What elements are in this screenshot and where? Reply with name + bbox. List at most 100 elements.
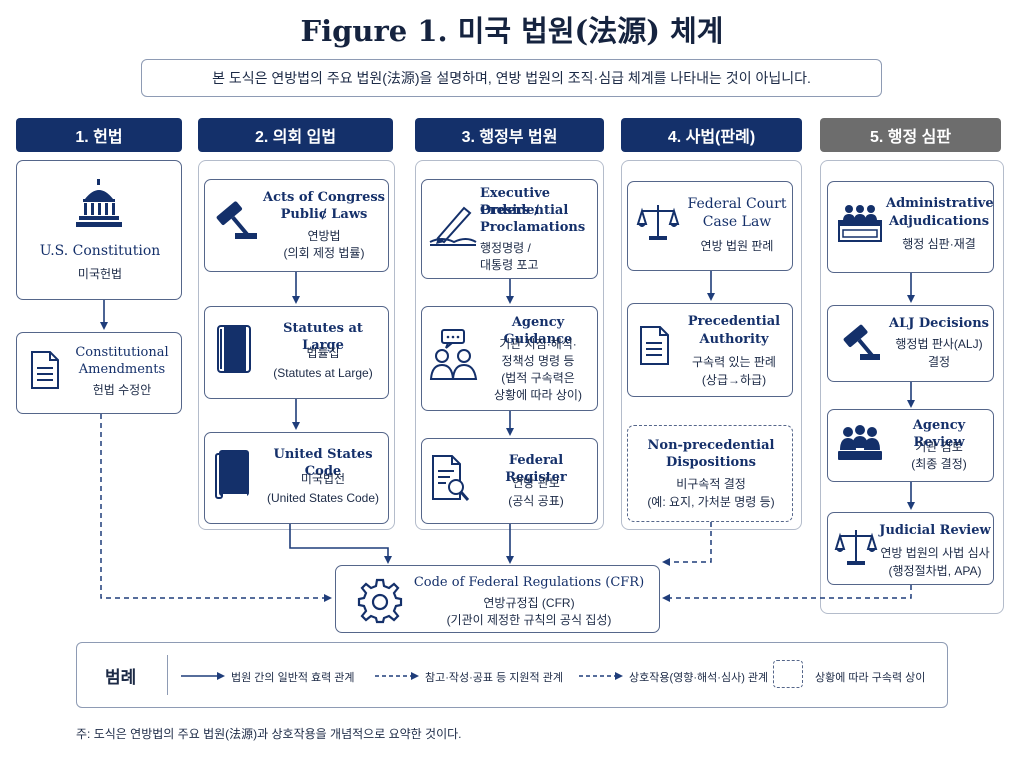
adjud-en1: Administrative <box>886 196 994 211</box>
tribunal-icon <box>838 205 882 242</box>
book-icon <box>217 325 251 373</box>
column-header-executive: 3. 행정부 법원 <box>415 118 604 152</box>
gear-icon <box>357 578 403 624</box>
scales-icon <box>834 530 878 565</box>
guidance-ko3: (법적 구속력은 <box>501 371 575 385</box>
amendments-en1: Constitutional <box>75 345 169 360</box>
adjud-ko: 행정 심판·재결 <box>902 237 976 251</box>
caselaw-en2: Case Law <box>702 214 772 230</box>
review-en: Agency Review <box>912 418 966 450</box>
document-icon <box>640 326 669 365</box>
caselaw-en1: Federal Court <box>687 196 787 212</box>
cfr-ko1: 연방규정집 (CFR) <box>483 596 575 610</box>
node-caselaw: Federal Court Case Law 연방 법원 판례 <box>627 181 793 271</box>
node-acts: Acts of Congress / Public Laws 연방법 (의회 제… <box>204 179 389 272</box>
constitution-en: U.S. Constitution <box>39 243 161 259</box>
exec-ko2: 대통령 포고 <box>480 258 539 272</box>
figure-title: Figure 1. 미국 법원(法源) 체계 <box>300 14 724 48</box>
column-header-congress: 2. 의회 입법 <box>198 118 393 152</box>
node-amendments: Constitutional Amendments 헌법 수정안 <box>16 332 182 414</box>
amendments-en2: Amendments <box>78 362 166 377</box>
column-header-constitution: 1. 헌법 <box>16 118 182 152</box>
review-ko1: 기관 검토 <box>915 440 963 454</box>
exec-en3: Proclamations <box>480 220 586 235</box>
node-constitution: U.S. Constitution 미국헌법 <box>16 160 182 300</box>
node-guidance: Agency Guidance 기관 지침·해석· 정책성 명령 등 (법적 구… <box>421 306 598 411</box>
precedential-en1: Precedential <box>687 314 781 329</box>
review-ko2: (최종 결정) <box>911 457 967 471</box>
node-register: Federal Register 연방 관보 (공식 공표) <box>421 438 598 524</box>
acts-en1: Acts of Congress / <box>263 190 385 222</box>
register-ko2: (공식 공표) <box>508 494 564 508</box>
exec-ko1: 행정명령 / <box>480 241 531 255</box>
column-header-admin: 5. 행정 심판 <box>820 118 1001 152</box>
column-header-judicial: 4. 사법(판례) <box>621 118 802 152</box>
capitol-icon <box>76 179 122 227</box>
footnote: 주: 도식은 연방법의 주요 법원(法源)과 상호작용을 개념적으로 요약한 것… <box>76 727 462 741</box>
alj-ko2: 결정 <box>927 355 951 369</box>
node-judicial-review: Judicial Review 연방 법원의 사법 심사 (행정절차법, APA… <box>827 512 994 585</box>
subtitle-text: 본 도식은 연방법의 주요 법원(法源)을 설명하며, 연방 법원의 조직·심급… <box>212 70 811 86</box>
node-exec: Executive Orders / Presidential Proclama… <box>421 179 598 279</box>
dashed-nonprec-cfr <box>662 522 712 566</box>
node-precedential: Precedential Authority 구속력 있는 판례 (상급→하급) <box>627 303 793 397</box>
guidance-ko2: 정책성 명령 등 <box>501 354 575 368</box>
nonprec-en1: Non-precedential <box>647 438 775 453</box>
acts-ko2: (의회 제정 법률) <box>283 246 365 260</box>
node-cfr: Code of Federal Regulations (CFR) 연방규정집 … <box>335 565 660 633</box>
legend-item-interaction: 상호작용(영향·해석·심사) 관계 <box>629 672 769 684</box>
legend-dashed-arrow-icon <box>375 672 419 680</box>
gavel-icon <box>216 201 257 239</box>
precedential-ko2: (상급→하급) <box>701 373 767 387</box>
people-consult-icon <box>429 329 478 380</box>
guidance-en: Agency Guidance <box>503 315 573 347</box>
acts-en2: Public Laws <box>280 207 368 222</box>
amendments-ko: 헌법 수정안 <box>92 383 152 397</box>
nonprec-ko2: (예: 요지, 가처분 명령 등) <box>647 495 775 509</box>
document-search-icon <box>432 455 470 501</box>
legend-interaction-arrow-icon <box>579 672 623 680</box>
scales-icon <box>636 205 680 240</box>
cfr-en: Code of Federal Regulations (CFR) <box>413 575 645 590</box>
statutes-ko2: (Statutes at Large) <box>273 366 373 380</box>
node-nonprecedential: Non-precedential Dispositions 비구속적 결정 (예… <box>627 425 793 522</box>
nonprec-ko1: 비구속적 결정 <box>676 477 746 491</box>
caselaw-ko: 연방 법원 판례 <box>700 239 774 253</box>
legend-divider <box>167 655 168 695</box>
node-alj: ALJ Decisions 행정법 판사(ALJ) 결정 <box>827 305 994 382</box>
constitution-ko: 미국헌법 <box>77 267 123 281</box>
adjud-en2: Adjudications <box>888 214 990 229</box>
subtitle-box: 본 도식은 연방법의 주요 법원(法源)을 설명하며, 연방 법원의 조직·심급… <box>141 59 882 97</box>
exec-en2: Presidential <box>480 203 569 218</box>
node-usc: United States Code 미국법전 (United States C… <box>204 432 389 524</box>
dashed-amendments-cfr <box>100 414 332 602</box>
precedential-en2: Authority <box>699 332 769 347</box>
legend-item-variable: 상황에 따라 구속력 상이 <box>815 672 926 684</box>
cfr-ko2: (기관이 제정한 규칙의 공식 집성) <box>446 613 612 627</box>
document-icon <box>31 351 59 389</box>
node-adjudications: Administrative Adjudications 행정 심판·재결 <box>827 181 994 273</box>
legend-title: 범례 <box>105 668 137 687</box>
node-agency-review: Agency Review 기관 검토 (최종 결정) <box>827 409 994 482</box>
gavel-icon <box>843 324 880 360</box>
group-icon <box>838 425 882 460</box>
legend: 범례 법원 간의 일반적 효력 관계 참고·작성·공표 등 지원적 관계 상호작… <box>76 642 948 708</box>
usc-ko1: 미국법전 <box>300 472 346 486</box>
usc-en: United States Code <box>273 447 373 479</box>
acts-ko1: 연방법 <box>307 229 341 243</box>
guidance-ko4: 상황에 따라 상이) <box>494 388 582 402</box>
judicial-review-en: Judicial Review <box>879 523 991 538</box>
register-ko1: 연방 관보 <box>512 476 560 490</box>
legend-dashed-box-icon <box>773 660 803 688</box>
legend-item-dashed: 참고·작성·공표 등 지원적 관계 <box>425 672 563 684</box>
alj-ko1: 행정법 판사(ALJ) <box>895 337 983 351</box>
statutes-en: Statutes at Large <box>283 321 363 353</box>
exec-en1: Executive Orders / <box>480 186 551 218</box>
precedential-ko1: 구속력 있는 판례 <box>692 355 776 369</box>
pen-signing-icon <box>429 206 477 246</box>
dashed-judicial-cfr <box>662 585 912 602</box>
arrow-usc-cfr <box>289 524 392 564</box>
register-en: Federal Register <box>505 453 567 485</box>
statutes-ko1: 법률집 <box>306 346 340 360</box>
